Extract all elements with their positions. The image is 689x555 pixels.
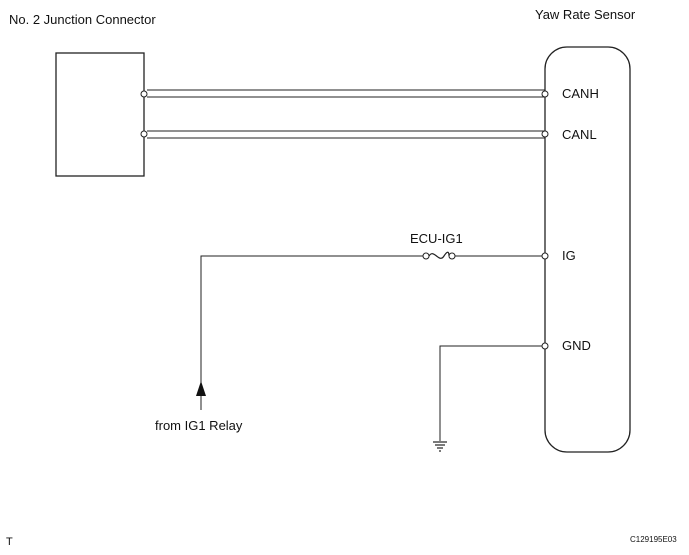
gnd-wire xyxy=(439,342,549,441)
yaw-rate-sensor-title: Yaw Rate Sensor xyxy=(535,7,636,22)
corner-mark: T xyxy=(6,536,13,548)
canh-wire xyxy=(140,89,549,98)
pin-label-canh: CANH xyxy=(562,86,599,101)
junction-connector-title: No. 2 Junction Connector xyxy=(9,12,156,27)
pin-label-gnd: GND xyxy=(562,338,591,353)
yaw-rate-sensor-box xyxy=(544,46,631,453)
pin-label-ig: IG xyxy=(562,248,576,263)
ig-wire xyxy=(200,252,549,395)
fuse-symbol xyxy=(422,251,456,260)
junction-connector-box xyxy=(55,52,145,177)
ground-icon xyxy=(433,441,447,452)
pin-label-canl: CANL xyxy=(562,127,597,142)
source-label: from IG1 Relay xyxy=(155,418,243,433)
figure-code: C129195E03 xyxy=(630,535,677,544)
fuse-label: ECU-IG1 xyxy=(410,231,463,246)
canl-wire xyxy=(140,130,549,176)
arrow-up-icon xyxy=(196,381,206,396)
